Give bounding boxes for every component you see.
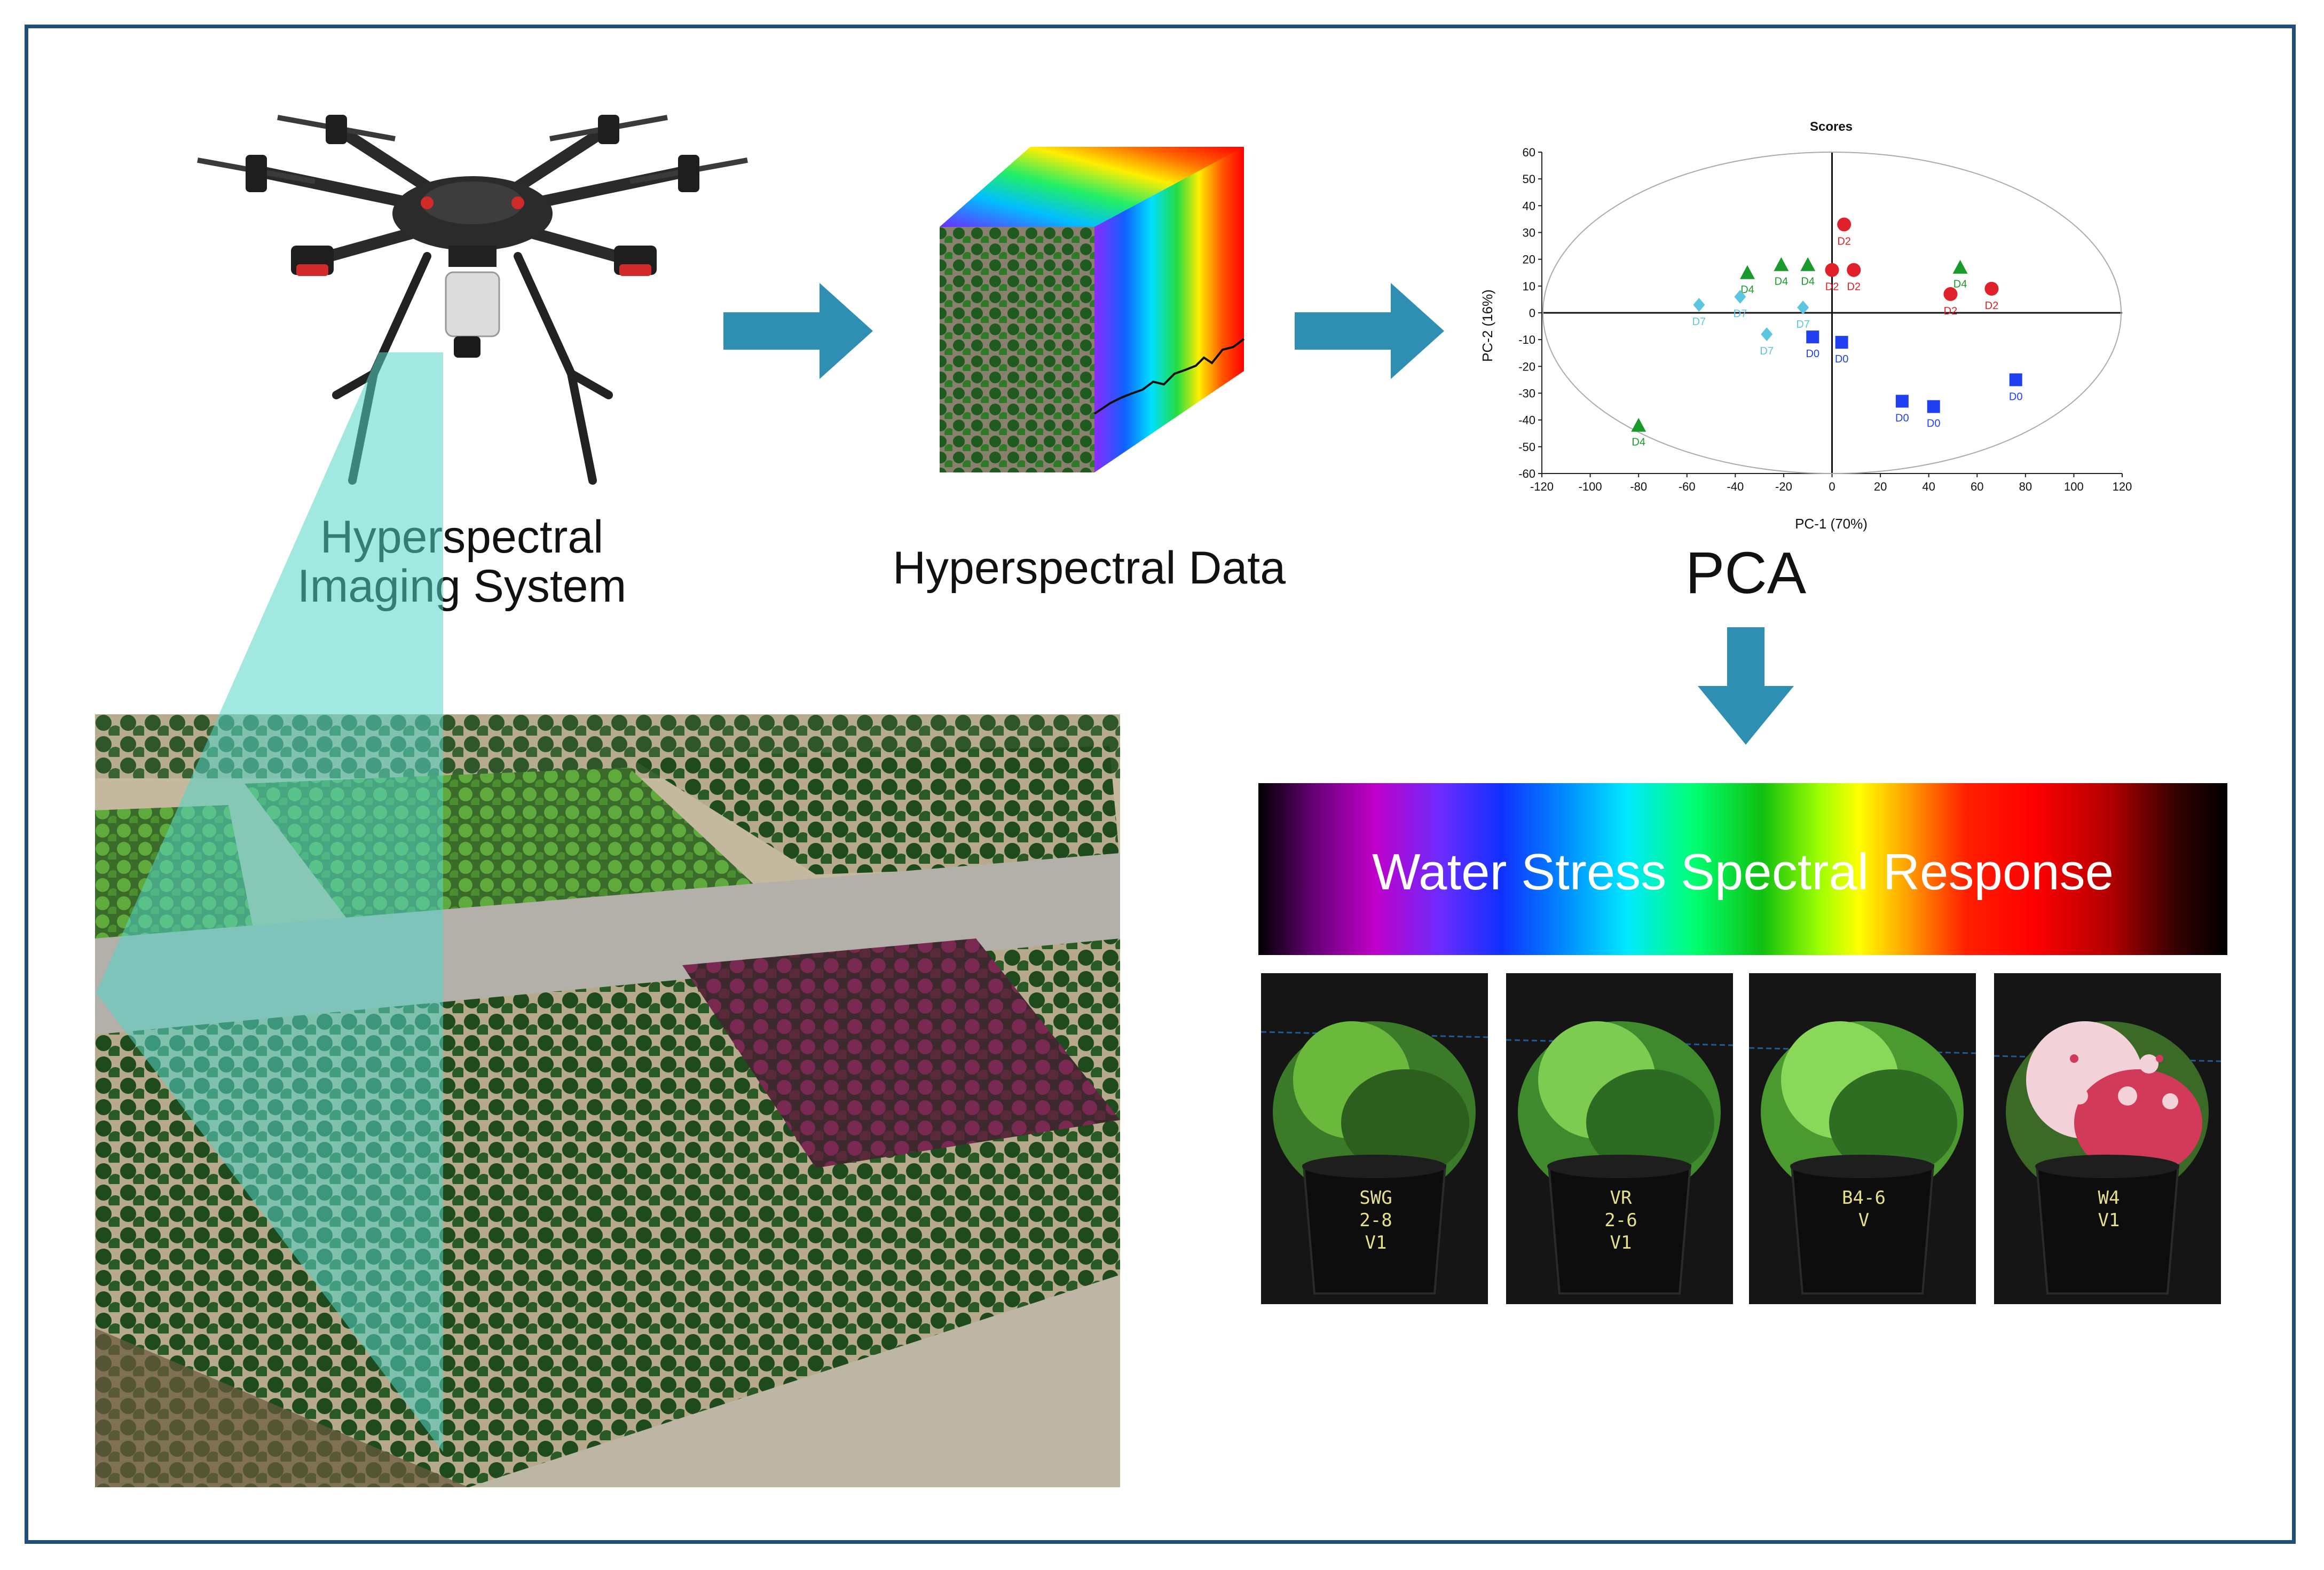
x-tick-label: 120 — [2113, 480, 2132, 493]
point-d4 — [1952, 259, 1968, 274]
confidence-ellipse — [1542, 152, 2122, 474]
pca-score-plot: Scores PC-2 (16%) PC-1 (70%) -120-100-80… — [1479, 120, 2132, 532]
point-label: D4 — [1801, 276, 1815, 288]
x-tick-label: -80 — [1630, 480, 1647, 493]
hyperspectral-cube — [940, 147, 1245, 472]
point-d7 — [1761, 327, 1773, 342]
spectral-response-bar: Water Stress Spectral Response — [1258, 783, 2227, 955]
y-tick-label: -40 — [1518, 414, 1535, 427]
x-tick-label: -60 — [1679, 480, 1696, 493]
pot-label-line3: V1 — [1610, 1232, 1632, 1253]
x-tick-label: 60 — [1971, 480, 1983, 493]
point-label: D0 — [2009, 391, 2023, 403]
pot-label-line1: SWG — [1359, 1187, 1392, 1209]
pot-label-line1: B4-6 — [1842, 1187, 1886, 1209]
point-d0 — [1835, 336, 1848, 349]
y-tick-label: -10 — [1518, 333, 1535, 346]
point-d0 — [1927, 400, 1940, 413]
pot-label-line2: 2-6 — [1604, 1210, 1637, 1231]
point-label: D7 — [1692, 316, 1706, 328]
y-tick-label: 50 — [1523, 172, 1535, 186]
pca-label: PCA — [1685, 540, 1807, 606]
point-label: D0 — [1835, 353, 1849, 365]
point-d7 — [1734, 289, 1746, 304]
arrow-down — [1698, 627, 1794, 745]
pot-label-line1: VR — [1610, 1187, 1632, 1209]
x-tick-label: 80 — [2019, 480, 2032, 493]
x-tick-label: 20 — [1874, 480, 1887, 493]
point-d4 — [1774, 257, 1789, 271]
point-label: D4 — [1632, 437, 1645, 448]
y-tick-label: -50 — [1518, 440, 1535, 454]
point-d0 — [1806, 330, 1819, 344]
x-axis-label: PC-1 (70%) — [1795, 516, 1868, 532]
point-d7 — [1693, 297, 1705, 312]
y-tick-label: 20 — [1523, 253, 1535, 266]
point-d0 — [2009, 373, 2022, 386]
hyperspectral-data-label: Hyperspectral Data — [892, 542, 1286, 594]
x-tick-label: 100 — [2064, 480, 2084, 493]
point-label: D2 — [1825, 281, 1839, 293]
point-label: D4 — [1775, 276, 1789, 288]
scan-beam — [96, 352, 443, 1452]
point-label: D7 — [1734, 308, 1747, 320]
point-d4 — [1631, 417, 1647, 432]
point-d2 — [1837, 217, 1852, 232]
point-d4 — [1800, 257, 1816, 271]
point-d2 — [1847, 263, 1861, 277]
x-tick-label: -100 — [1579, 480, 1602, 493]
point-d4 — [1739, 265, 1755, 279]
y-tick-label: 30 — [1523, 226, 1535, 240]
y-tick-label: 10 — [1523, 280, 1535, 293]
pot-label-line2: V1 — [2098, 1210, 2120, 1231]
point-d0 — [1895, 395, 1909, 408]
y-axis-label: PC-2 (16%) — [1479, 289, 1495, 362]
x-tick-label: -120 — [1530, 480, 1554, 493]
point-label: D2 — [1837, 235, 1851, 247]
point-label: D7 — [1760, 345, 1774, 357]
point-d2 — [1943, 287, 1958, 301]
x-tick-label: -20 — [1775, 480, 1792, 493]
spectral-response-label: Water Stress Spectral Response — [1372, 843, 2114, 901]
y-tick-label: -60 — [1518, 467, 1535, 480]
pot-label-line1: W4 — [2098, 1187, 2120, 1209]
point-label: D0 — [1806, 348, 1819, 360]
x-tick-label: 40 — [1922, 480, 1935, 493]
point-label: D0 — [1927, 418, 1941, 430]
point-label: D2 — [1944, 305, 1958, 317]
point-d2 — [1984, 281, 1999, 296]
point-d2 — [1825, 263, 1839, 277]
y-tick-label: 60 — [1523, 146, 1535, 159]
point-label: D0 — [1895, 413, 1909, 424]
y-tick-label: -30 — [1518, 387, 1535, 400]
arrow-right-2 — [1295, 283, 1444, 379]
point-label: D4 — [1740, 284, 1754, 296]
arrow-right-1 — [723, 283, 873, 379]
point-label: D4 — [1953, 279, 1967, 290]
y-tick-label: -20 — [1518, 360, 1535, 373]
y-tick-label: 0 — [1529, 306, 1535, 320]
point-label: D7 — [1796, 319, 1810, 330]
pot-label-line2: 2-8 — [1359, 1210, 1392, 1231]
chart-title: Scores — [1810, 120, 1853, 134]
x-tick-label: -40 — [1727, 480, 1744, 493]
y-tick-label: 40 — [1523, 199, 1535, 212]
x-tick-label: 0 — [1829, 480, 1835, 493]
pot-label-line3: V1 — [1365, 1232, 1387, 1253]
point-label: D2 — [1985, 300, 1999, 312]
pot-label-line2: V — [1858, 1210, 1870, 1231]
point-d7 — [1797, 300, 1809, 314]
point-label: D2 — [1847, 281, 1861, 293]
